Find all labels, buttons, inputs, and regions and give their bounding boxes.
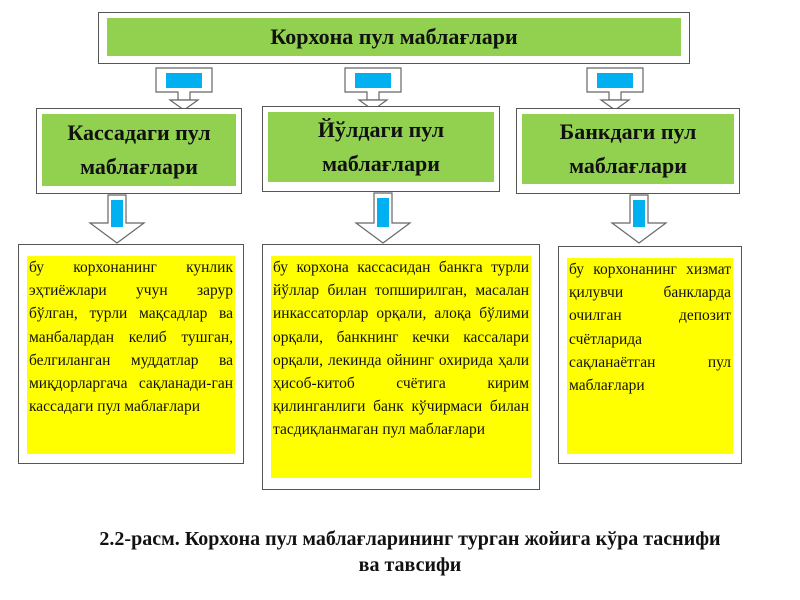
branch-title-line: маблағлари bbox=[322, 151, 440, 176]
branch-title-line: маблағлари bbox=[80, 154, 198, 179]
arrow-down-icon bbox=[586, 67, 644, 111]
branch-bank-description: бу корхонанинг хизмат қилувчи банкларда … bbox=[567, 258, 733, 454]
branch-bank-title: Банкдаги пул маблағлари bbox=[522, 114, 734, 184]
branch-cash-description: бу корхонанинг кунлик эҳтиёжлари учун за… bbox=[27, 256, 235, 454]
arrow-down-icon bbox=[610, 194, 668, 244]
caption-line: ва тавсифи bbox=[358, 554, 462, 576]
arrow-down-icon bbox=[344, 67, 402, 111]
branch-transit-description: бу корхона кассасидан банкга турли йўлла… bbox=[271, 256, 531, 478]
branch-transit-title: Йўлдаги пул маблағлари bbox=[268, 112, 494, 182]
branch-title-line: Кассадаги пул bbox=[67, 120, 211, 145]
diagram-title: Корхона пул маблағлари bbox=[107, 18, 681, 56]
arrow-down-icon bbox=[354, 192, 412, 244]
branch-title-line: Банкдаги пул bbox=[559, 119, 697, 144]
branch-cash-title: Кассадаги пул маблағлари bbox=[42, 114, 236, 186]
figure-caption: 2.2-расм. Корхона пул маблағларининг тур… bbox=[40, 526, 780, 578]
branch-title-line: маблағлари bbox=[569, 153, 687, 178]
caption-line: 2.2-расм. Корхона пул маблағларининг тур… bbox=[99, 528, 721, 550]
branch-title-line: Йўлдаги пул bbox=[317, 117, 445, 142]
arrow-down-icon bbox=[88, 194, 146, 244]
arrow-down-icon bbox=[155, 67, 213, 111]
